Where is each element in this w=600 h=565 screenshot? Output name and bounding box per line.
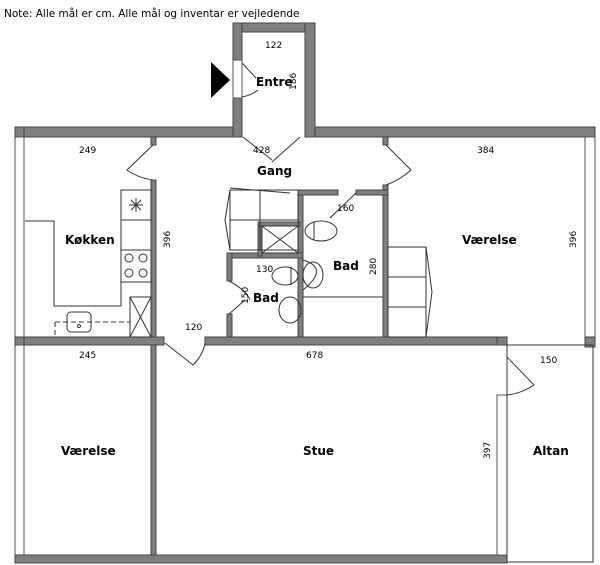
entry-walls <box>232 22 316 138</box>
entry-door[interactable] <box>241 62 259 98</box>
dim-gang-width: 428 <box>253 146 270 156</box>
dim-bad-large-height: 280 <box>369 258 379 275</box>
dim-entre-height: 186 <box>289 73 299 90</box>
room-label-bad-small: Bad <box>253 291 279 305</box>
dim-stue-width: 678 <box>306 351 323 361</box>
kitchen-fixtures <box>25 189 152 338</box>
dim-vaerelse-right-width: 384 <box>477 146 494 156</box>
dim-kokken-height: 396 <box>163 231 173 248</box>
room-label-bad-large: Bad <box>333 259 359 273</box>
dim-bad-small-height: 150 <box>241 287 251 304</box>
dim-bad-large-width: 160 <box>337 204 354 214</box>
dim-stue-height: 397 <box>483 442 493 459</box>
plan-note: Note: Alle mål er cm. Alle mål og invent… <box>4 7 300 20</box>
room-label-stue: Stue <box>303 444 334 458</box>
dim-bad-small-width: 130 <box>256 265 273 275</box>
outer-walls <box>14 126 596 564</box>
room-label-vaerelse-right: Værelse <box>462 233 517 247</box>
bath-fixtures <box>224 187 433 338</box>
room-label-entre: Entre <box>256 75 293 89</box>
doors[interactable] <box>126 136 535 396</box>
interior-walls <box>23 136 498 556</box>
dim-vaerelse-right-height: 396 <box>569 231 579 248</box>
room-label-gang: Gang <box>257 164 292 178</box>
dim-entre-width: 122 <box>265 41 282 51</box>
entrance-arrow-icon <box>211 62 230 98</box>
dim-gang-door: 120 <box>185 323 202 333</box>
dim-vaerelse-left-width: 245 <box>79 351 96 361</box>
dim-kokken-width: 249 <box>79 146 96 156</box>
room-label-kokken: Køkken <box>65 233 115 247</box>
room-label-vaerelse-left: Værelse <box>61 444 116 458</box>
room-label-altan: Altan <box>533 444 569 458</box>
dim-altan-width: 150 <box>540 356 557 366</box>
